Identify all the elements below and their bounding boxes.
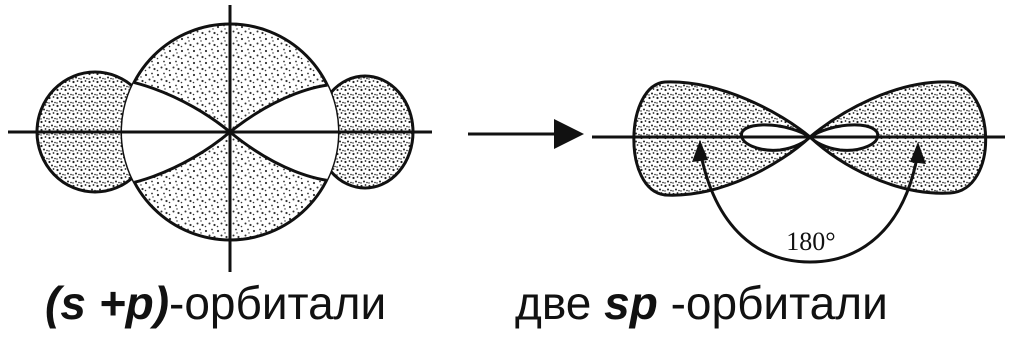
- caption-open-paren: (: [45, 277, 60, 329]
- caption-sp-symbol: sp: [604, 277, 658, 329]
- angle-label: 180°: [786, 227, 835, 256]
- caption-two-text: две: [515, 277, 604, 329]
- right-caption: две sp -орбитали: [515, 276, 888, 330]
- caption-s-symbol: s: [60, 277, 86, 329]
- sp-hybrid-orbitals: 180°: [592, 82, 1005, 262]
- s-plus-p-orbitals: [8, 5, 432, 272]
- caption-p-symbol: p: [126, 277, 154, 329]
- caption-plus: +: [86, 277, 126, 329]
- caption-close-paren: ): [154, 277, 169, 329]
- left-caption: (s +p)-орбитали: [45, 276, 386, 330]
- caption-orbitals-text-right: -орбитали: [658, 277, 888, 329]
- caption-orbitals-text: -орбитали: [169, 277, 386, 329]
